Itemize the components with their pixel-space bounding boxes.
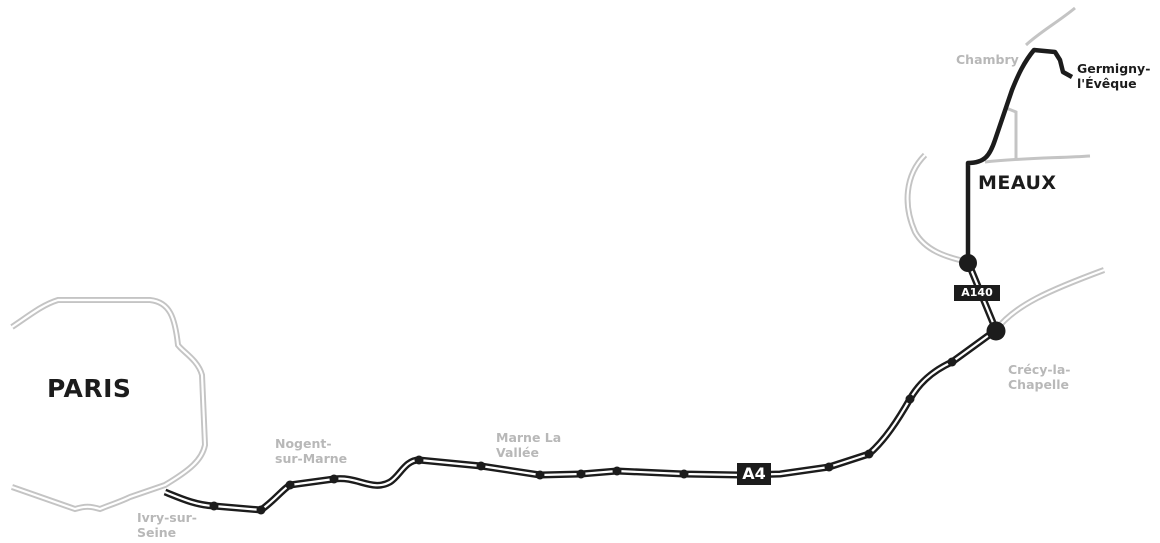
place-label-line: Germigny- <box>1077 61 1151 76</box>
stop-marker[interactable] <box>476 461 486 471</box>
stop-marker[interactable] <box>905 394 915 404</box>
stop-marker[interactable] <box>612 466 622 476</box>
place-label-line: Crécy-la- <box>1008 362 1071 377</box>
stop-marker[interactable] <box>576 469 586 479</box>
place-label-germigny-l-eveque: Germigny- l'Évêque <box>1077 61 1150 92</box>
junction-crecy[interactable] <box>986 321 1006 341</box>
stop-marker[interactable] <box>414 455 424 465</box>
city-label-paris: PARIS <box>47 374 132 403</box>
stop-marker[interactable] <box>679 469 689 479</box>
stop-marker[interactable] <box>209 501 219 511</box>
place-label-chambry: Chambry <box>956 52 1019 67</box>
place-label-line: Vallée <box>496 445 539 461</box>
route-meaux-chambry-germigny <box>965 47 1074 262</box>
place-label-line: Chapelle <box>1008 377 1069 393</box>
junction-meaux[interactable] <box>959 254 977 272</box>
place-label-crecy-la-chapelle: Crécy-la- Chapelle <box>1008 362 1070 393</box>
stop-marker[interactable] <box>864 449 874 459</box>
city-label-meaux: MEAUX <box>978 172 1057 194</box>
place-label-line: Nogent- <box>275 436 332 451</box>
stop-marker[interactable] <box>947 357 957 367</box>
meaux-streets <box>984 6 1091 164</box>
place-label-line: Marne La <box>496 430 562 445</box>
stop-marker[interactable] <box>329 474 339 484</box>
place-label-line: sur-Marne <box>275 451 348 467</box>
place-label-ivry-sur-seine: Ivry-sur- Seine <box>137 510 197 541</box>
stop-marker[interactable] <box>535 470 545 480</box>
place-label-marne-la-vallee: Marne La Vallée <box>496 430 561 461</box>
a140-road-shield: A140 <box>954 285 1000 301</box>
place-label-line: Seine <box>137 525 177 541</box>
place-label-nogent-sur-marne: Nogent- sur-Marne <box>275 436 347 467</box>
stop-marker[interactable] <box>285 480 295 490</box>
stop-marker[interactable] <box>824 462 834 472</box>
road-west-meaux <box>904 152 969 265</box>
place-label-line: Ivry-sur- <box>137 510 197 525</box>
a4-stops <box>209 357 957 515</box>
road-northeast-crecy <box>993 267 1106 332</box>
a4-road-shield: A4 <box>737 463 771 485</box>
place-label-line: l'Évêque <box>1077 76 1137 92</box>
stop-marker[interactable] <box>256 505 266 515</box>
